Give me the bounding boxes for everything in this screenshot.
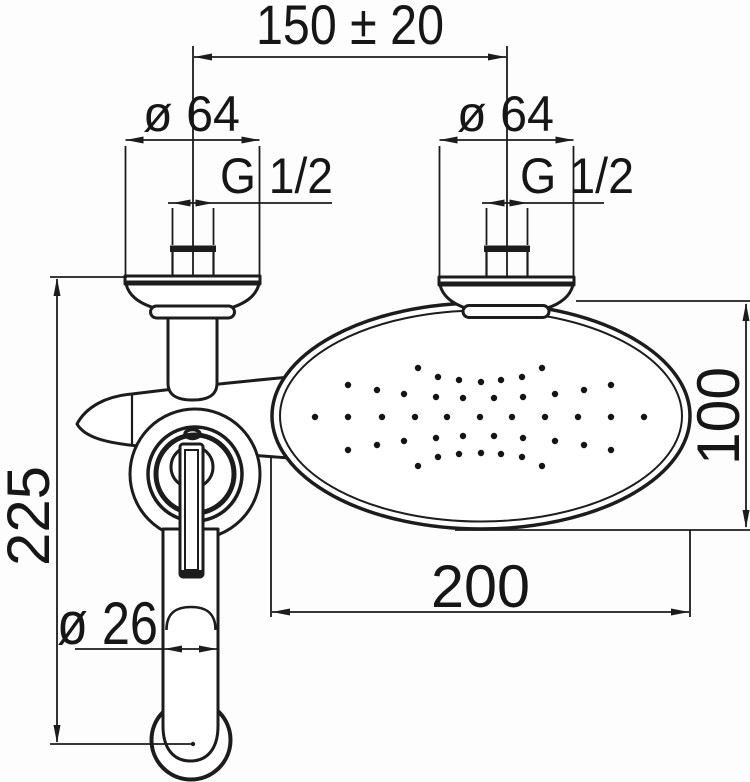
dim-label-overall-height: 225: [0, 466, 62, 566]
nozzle-hole: [432, 434, 440, 442]
nozzle-hole: [434, 453, 442, 461]
dim-label-right-thread: G 1/2: [520, 148, 634, 204]
nozzle-hole: [434, 373, 442, 381]
nozzle-hole: [344, 381, 352, 389]
dim-label-head-width: 200: [431, 553, 530, 620]
nozzle-hole: [455, 450, 463, 458]
mixer-body-cylinder: [166, 316, 219, 402]
dimension-annotations: 150 ± 20 ø 64 ø 64 G 1/2 G 1: [0, 0, 750, 747]
nozzle-hole: [443, 413, 451, 421]
extension-lines-back: [270, 458, 691, 617]
nozzle-hole: [432, 393, 440, 401]
nozzle-hole: [580, 386, 588, 394]
nozzle-hole: [378, 413, 386, 421]
nozzle-hole: [497, 376, 505, 384]
nozzle-hole: [551, 390, 559, 398]
nozzle-hole: [490, 432, 498, 440]
nozzle-hole: [574, 413, 582, 421]
nozzle-hole: [311, 413, 319, 421]
nozzle-hole: [607, 381, 615, 389]
nozzle-hole: [640, 413, 648, 421]
nozzle-hole: [477, 449, 485, 457]
nozzle-hole: [455, 376, 463, 384]
dim-label-pipe-diameter: ø 26: [57, 590, 158, 657]
dim-label-head-height: 100: [685, 367, 750, 465]
dim-left-thread: G 1/2: [168, 148, 333, 207]
nozzle-hole: [459, 394, 467, 402]
nozzle-hole: [414, 364, 422, 372]
nozzle-hole: [538, 462, 546, 470]
nozzle-hole: [508, 413, 516, 421]
nozzle-hole: [373, 441, 381, 449]
dim-pipe-diameter: ø 26: [57, 590, 217, 657]
nozzle-hole: [519, 434, 527, 442]
down-pipe: [161, 527, 220, 763]
dim-left-flange: ø 64: [125, 86, 260, 144]
nozzle-hole: [551, 437, 559, 445]
nozzle-hole: [607, 413, 615, 421]
dim-inlet-spacing: 150 ± 20: [194, 0, 506, 61]
right-collar: [461, 304, 551, 319]
nozzle-hole: [518, 373, 526, 381]
nozzle-hole: [518, 453, 526, 461]
hand-shower-grip-top: [165, 605, 217, 631]
nozzle-hole: [580, 441, 588, 449]
nozzle-hole: [400, 437, 408, 445]
nozzle-hole: [344, 413, 352, 421]
dim-right-flange: ø 64: [439, 86, 574, 144]
left-escutcheon-bell: [124, 282, 261, 309]
right-inlet-fitting: [437, 245, 576, 319]
nozzle-hole: [477, 378, 485, 386]
nozzle-hole: [411, 413, 419, 421]
nozzle-hole: [519, 393, 527, 401]
nozzle-hole: [400, 390, 408, 398]
nozzle-hole: [607, 446, 615, 454]
dim-label-left-flange: ø 64: [143, 86, 240, 142]
nozzle-hole: [459, 432, 467, 440]
dim-right-thread: G 1/2: [482, 148, 634, 207]
nozzle-hole-pattern: [311, 364, 648, 470]
valve-index-dot: [183, 427, 202, 441]
nozzle-hole: [538, 364, 546, 372]
lever-handle: [178, 442, 205, 579]
shower-head: [270, 301, 692, 531]
nozzle-hole: [373, 386, 381, 394]
left-collar: [149, 304, 236, 320]
nozzle-hole: [497, 450, 505, 458]
dim-head-width: 200: [272, 553, 689, 620]
nozzle-hole: [476, 413, 484, 421]
nozzle-hole: [344, 446, 352, 454]
dim-label-left-thread: G 1/2: [220, 148, 333, 204]
nozzle-hole: [541, 413, 549, 421]
dim-label-right-flange: ø 64: [457, 86, 554, 142]
nozzle-hole: [414, 462, 422, 470]
dim-head-height: 100: [685, 303, 750, 528]
dim-label-inlet-spacing: 150 ± 20: [256, 0, 444, 56]
nozzle-hole: [490, 394, 498, 402]
dim-overall-height: 225: [0, 278, 62, 743]
